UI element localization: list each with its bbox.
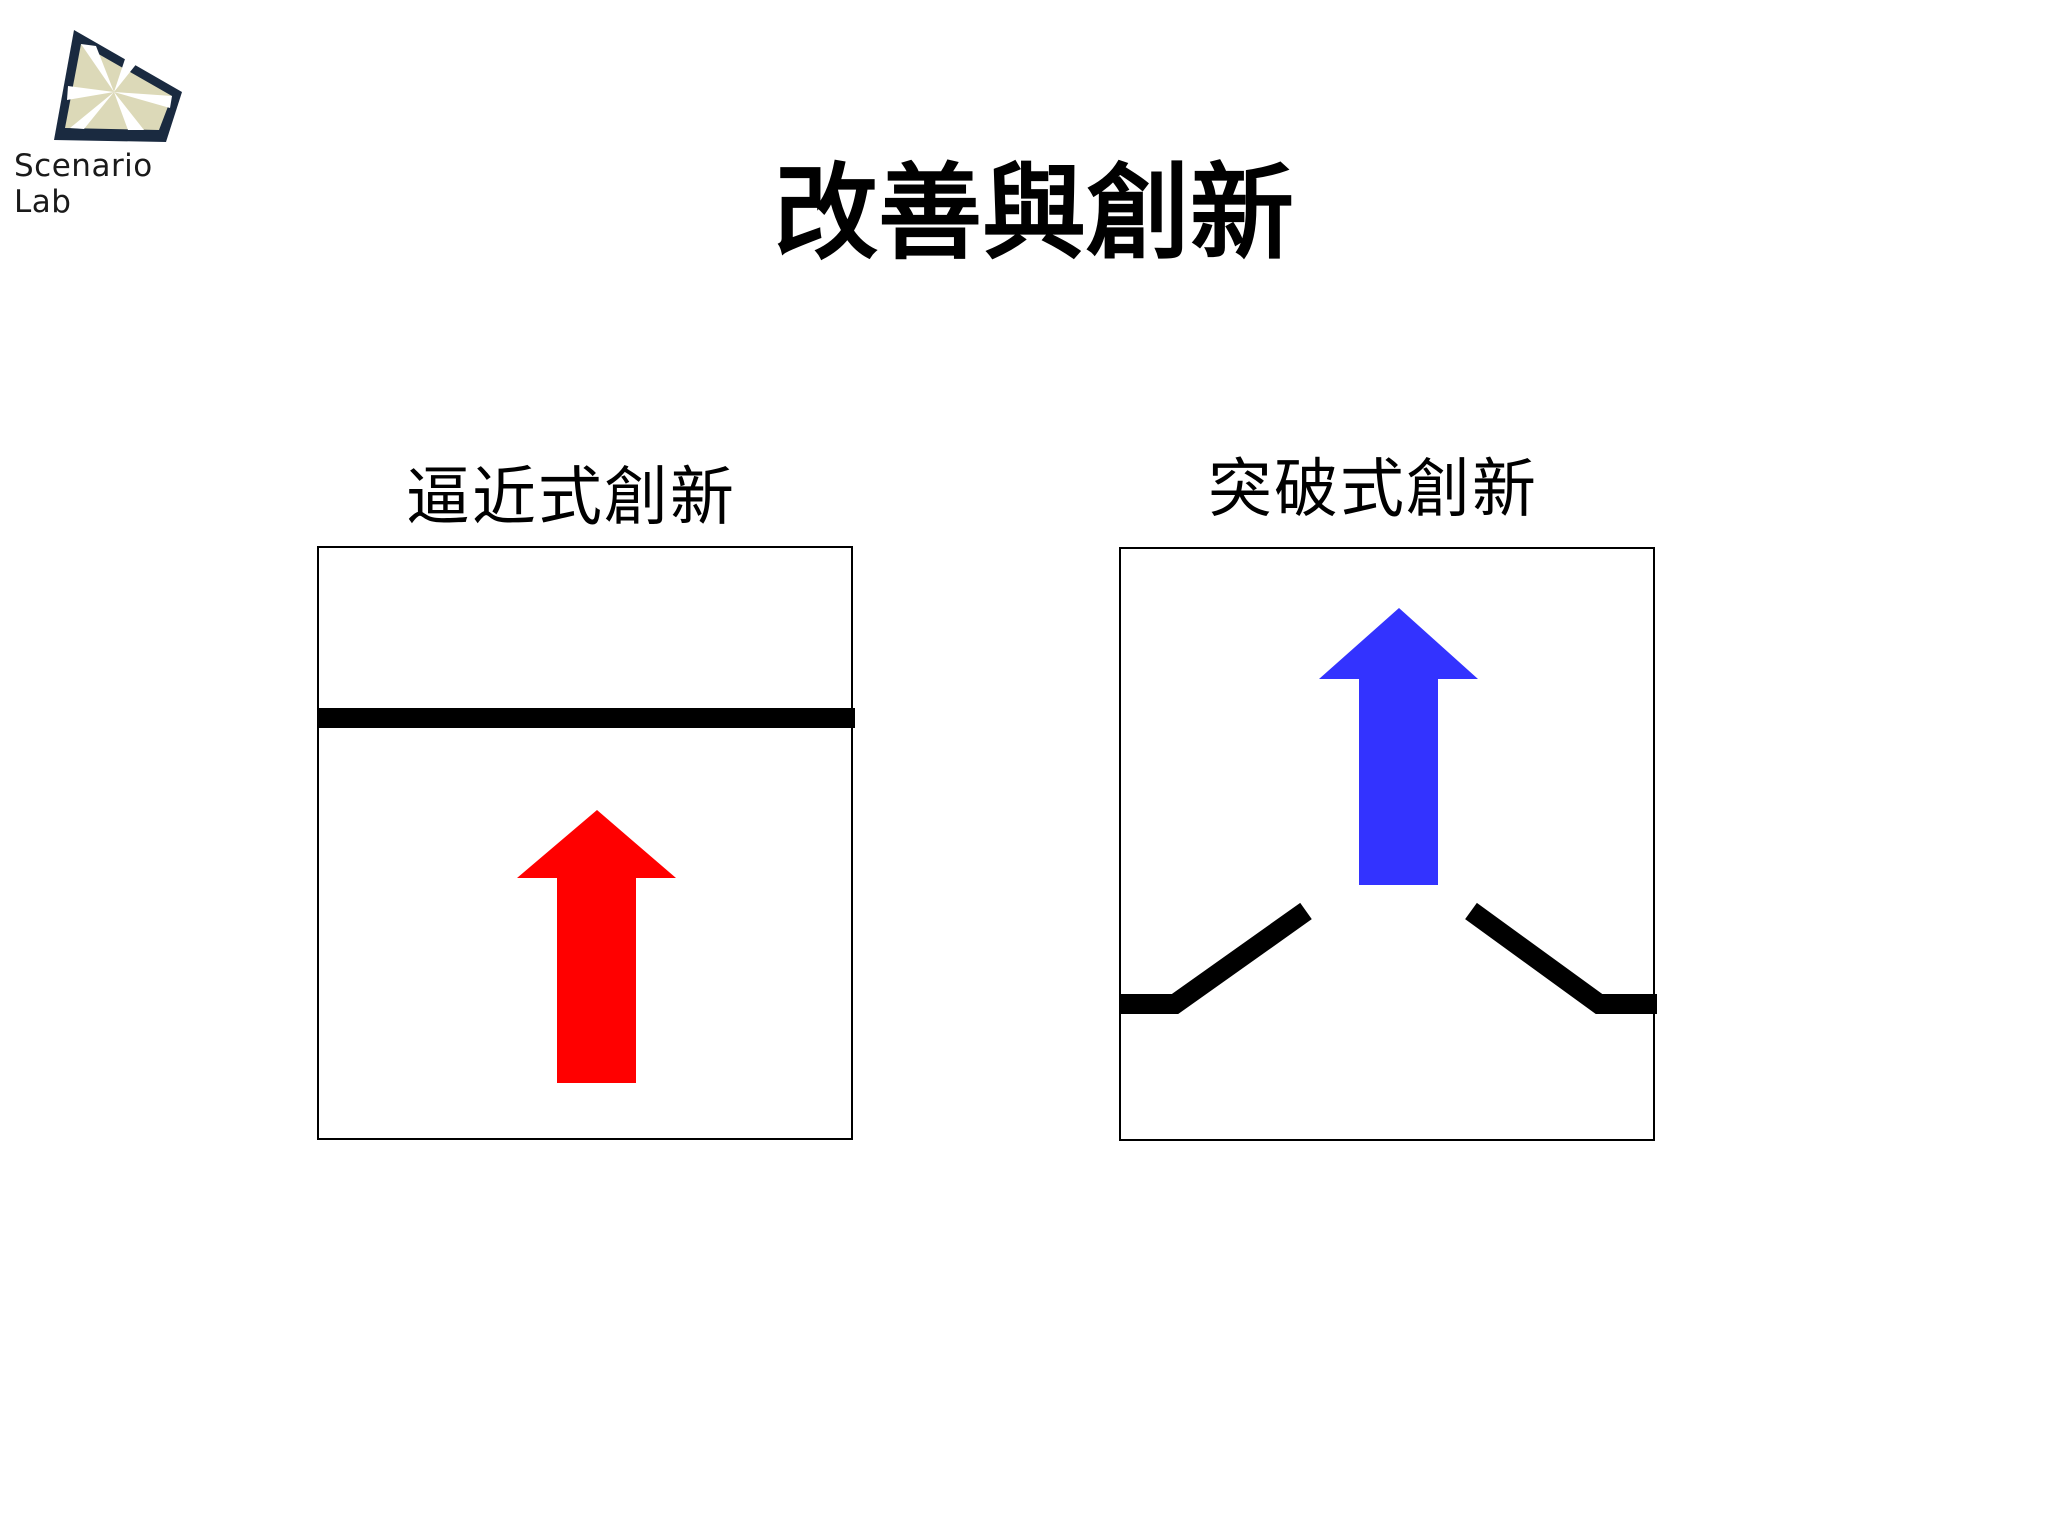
red-up-arrow-icon [517, 810, 676, 1083]
breakthrough-innovation-label: 突破式創新 [1208, 453, 1538, 527]
page-title: 改善與創新 [773, 152, 1294, 274]
logo-emblem-icon [54, 30, 182, 142]
blue-up-arrow-icon [1319, 608, 1478, 885]
logo-text: Scenario Lab [14, 148, 153, 220]
right-barrier-line [1465, 902, 1657, 1014]
scenario-lab-logo: Scenario Lab [12, 22, 212, 220]
left-barrier-line [1121, 902, 1312, 1014]
breakthrough-innovation-panel [1119, 547, 1657, 1141]
incremental-innovation-label: 逼近式創新 [406, 461, 736, 535]
incremental-innovation-panel [317, 546, 855, 1140]
